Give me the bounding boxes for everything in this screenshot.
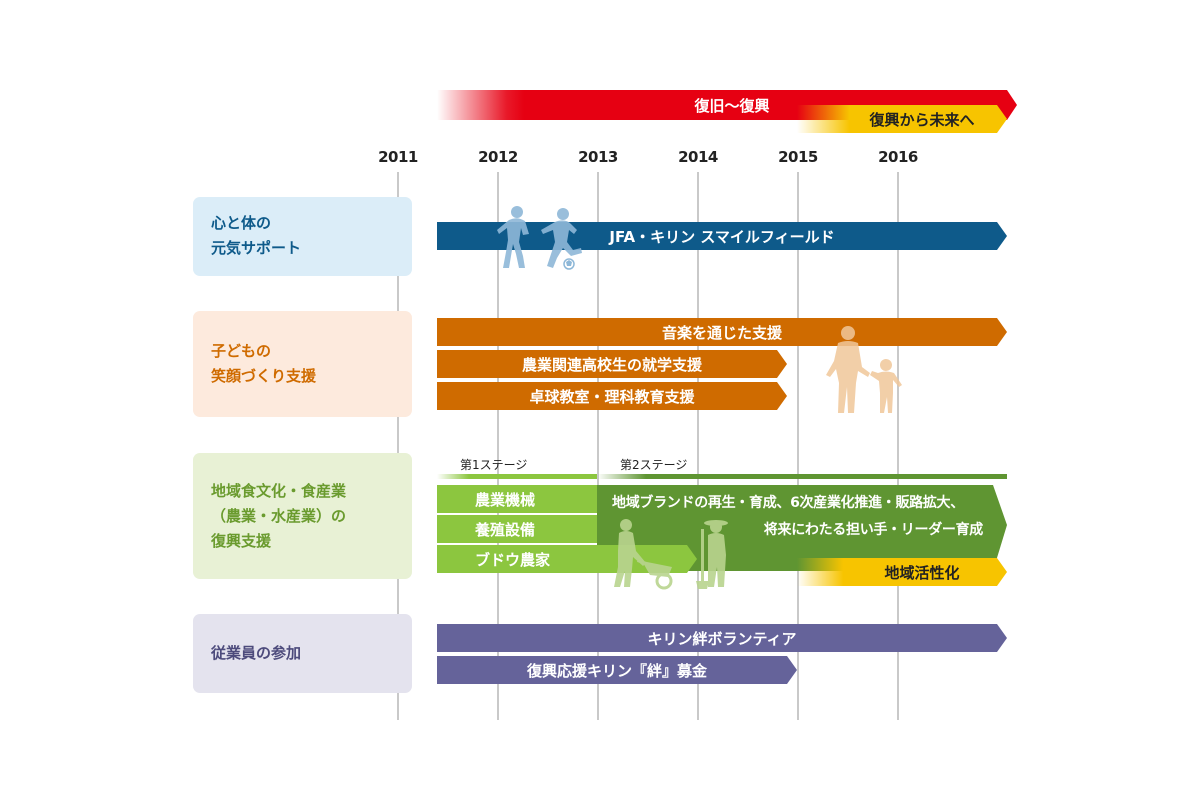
bar-kizuna-fundraising: 復興応援キリン『絆』募金 bbox=[437, 656, 797, 684]
bar-agri-school-support: 農業関連高校生の就学支援 bbox=[437, 350, 787, 378]
year-2012: 2012 bbox=[478, 148, 518, 166]
gridline-2011 bbox=[397, 172, 399, 720]
stage-first-label: 第1ステージ bbox=[460, 458, 528, 472]
soccer-players-icon bbox=[497, 206, 582, 270]
phase-future-label: 復興から未来へ bbox=[869, 110, 975, 129]
bar-stage2-regional-brand: 地域ブランドの再生・育成、6次産業化推進・販路拡大、 将来にわたる担い手・リーダ… bbox=[597, 485, 1007, 571]
bar-kirin-volunteer: キリン絆ボランティア bbox=[437, 624, 1007, 652]
stage-second-label: 第2ステージ bbox=[620, 458, 688, 472]
stage-first-line bbox=[437, 474, 597, 479]
category-health-support-label: 心と体の 元気サポート bbox=[211, 214, 302, 257]
year-2014: 2014 bbox=[678, 148, 718, 166]
stage-second-line bbox=[597, 474, 1007, 479]
gridline-2014 bbox=[697, 172, 699, 720]
category-children-smiles-label: 子どもの 笑顔づくり支援 bbox=[211, 342, 317, 385]
year-2011: 2011 bbox=[378, 148, 418, 166]
bar-music-support: 音楽を通じた支援 bbox=[437, 318, 1007, 346]
bar-pingpong-science-label: 卓球教室・理科教育支援 bbox=[529, 387, 695, 406]
bar-grape-farmers-label: ブドウ農家 bbox=[475, 550, 551, 569]
bar-regional-revitalization: 地域活性化 bbox=[797, 558, 1007, 586]
bar-jfa-smile-field-label: JFA・キリン スマイルフィールド bbox=[609, 227, 835, 246]
bar-aquaculture-label: 養殖設備 bbox=[475, 520, 536, 539]
bar-stage2-line2: 将来にわたる担い手・リーダー育成 bbox=[763, 522, 984, 538]
year-2013: 2013 bbox=[578, 148, 618, 166]
gridline-2016 bbox=[897, 172, 899, 720]
category-health-support: 心と体の 元気サポート bbox=[193, 197, 412, 276]
year-2015: 2015 bbox=[778, 148, 818, 166]
bar-aquaculture: 養殖設備 bbox=[437, 515, 597, 543]
bar-pingpong-science: 卓球教室・理科教育支援 bbox=[437, 382, 787, 410]
year-2016: 2016 bbox=[878, 148, 918, 166]
phase-restoration-label: 復旧〜復興 bbox=[694, 96, 770, 115]
bar-kizuna-fundraising-label: 復興応援キリン『絆』募金 bbox=[526, 661, 707, 680]
category-employee-participation-label: 従業員の参加 bbox=[211, 644, 302, 662]
bar-music-support-label: 音楽を通じた支援 bbox=[661, 323, 782, 342]
bar-kirin-volunteer-label: キリン絆ボランティア bbox=[647, 629, 797, 648]
parent-child-icon bbox=[826, 326, 902, 413]
gridline-2013 bbox=[597, 172, 599, 720]
bar-agri-school-support-label: 農業関連高校生の就学支援 bbox=[521, 355, 702, 374]
bar-agri-machinery-label: 農業機械 bbox=[475, 490, 536, 509]
gridline-2015 bbox=[797, 172, 799, 720]
bar-agri-machinery: 農業機械 bbox=[437, 485, 597, 513]
category-food-industry: 地域食文化・食産業 （農業・水産業）の 復興支援 bbox=[193, 453, 412, 579]
phase-future-arrow: 復興から未来へ bbox=[797, 105, 1007, 133]
category-food-industry-label: 地域食文化・食産業 （農業・水産業）の 復興支援 bbox=[211, 482, 347, 550]
category-employee-participation: 従業員の参加 bbox=[193, 614, 412, 693]
bar-regional-revitalization-label: 地域活性化 bbox=[884, 563, 960, 582]
farmer-icon bbox=[614, 519, 728, 590]
gridline-2012 bbox=[497, 172, 499, 720]
category-children-smiles: 子どもの 笑顔づくり支援 bbox=[193, 311, 412, 417]
bar-jfa-smile-field: JFA・キリン スマイルフィールド bbox=[437, 222, 1007, 250]
bar-stage2-line1: 地域ブランドの再生・育成、6次産業化推進・販路拡大、 bbox=[612, 495, 964, 511]
